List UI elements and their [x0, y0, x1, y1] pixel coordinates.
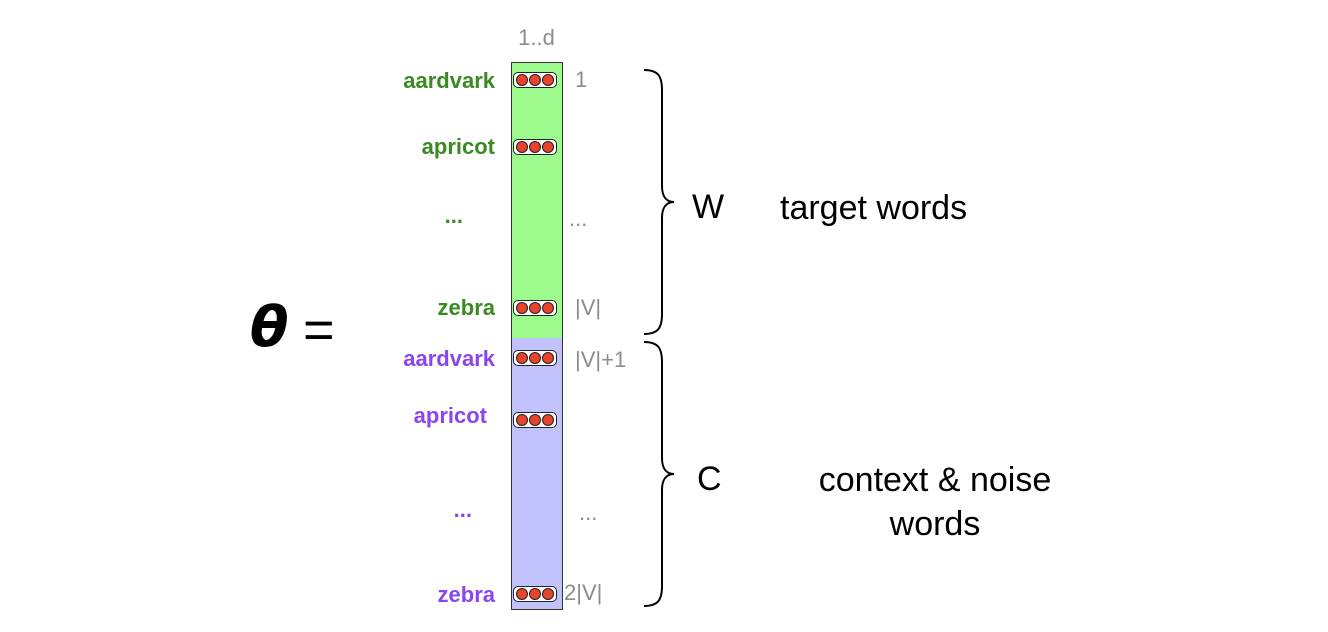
target-word-ellipsis: ...	[444, 203, 463, 228]
context-word-ellipsis: ...	[453, 497, 472, 522]
embedding-matrix-column	[511, 62, 563, 610]
context-label-line1: context & noise	[818, 461, 1052, 499]
context-matrix-symbol: C	[697, 460, 722, 498]
column-dimension-label: 1..d	[518, 25, 555, 50]
vector-dot	[542, 352, 555, 364]
target-brace-icon	[643, 69, 675, 335]
vector-context-aardvark	[513, 350, 557, 366]
vector-dot	[528, 414, 541, 426]
index-target-ellipsis: ...	[569, 206, 588, 231]
context-word-apricot: apricot	[413, 403, 487, 428]
target-word-aardvark: aardvark	[403, 68, 495, 93]
context-brace-icon	[643, 341, 675, 607]
context-word-zebra: zebra	[437, 582, 495, 607]
vector-dot	[528, 302, 541, 314]
vector-dot	[542, 74, 555, 86]
vector-dot	[515, 588, 528, 600]
vector-dot	[542, 141, 555, 153]
target-embedding-segment	[512, 63, 562, 338]
vector-dot	[528, 141, 541, 153]
vector-dot	[542, 414, 555, 426]
vector-dot	[515, 74, 528, 86]
equals-sign: =	[303, 300, 335, 360]
vector-dot	[528, 588, 541, 600]
theta-symbol: θ	[250, 295, 289, 360]
vector-dot	[515, 141, 528, 153]
context-embedding-segment	[512, 338, 562, 609]
vector-context-zebra	[513, 586, 557, 602]
vector-dot	[528, 352, 541, 364]
target-block-label: target words	[780, 189, 968, 227]
vector-target-aardvark	[513, 72, 557, 88]
index-last-context: 2|V|	[564, 580, 603, 605]
vector-dot	[542, 588, 555, 600]
index-first-target: 1	[575, 67, 588, 92]
vector-dot	[515, 414, 528, 426]
vector-dot	[515, 302, 528, 314]
vector-dot	[528, 74, 541, 86]
vector-dot	[515, 352, 528, 364]
target-word-zebra: zebra	[437, 295, 495, 320]
target-word-apricot: apricot	[421, 134, 495, 159]
index-first-context: |V|+1	[575, 347, 627, 372]
context-word-aardvark: aardvark	[403, 346, 495, 371]
vector-context-apricot	[513, 412, 557, 428]
vector-target-zebra	[513, 300, 557, 316]
index-last-target: |V|	[575, 295, 602, 320]
vector-dot	[542, 302, 555, 314]
vector-target-apricot	[513, 139, 557, 155]
index-context-ellipsis: ...	[579, 500, 598, 525]
context-label-line2: words	[889, 505, 981, 544]
context-block-label: context & noise words	[780, 458, 1090, 546]
target-matrix-symbol: W	[692, 188, 725, 226]
